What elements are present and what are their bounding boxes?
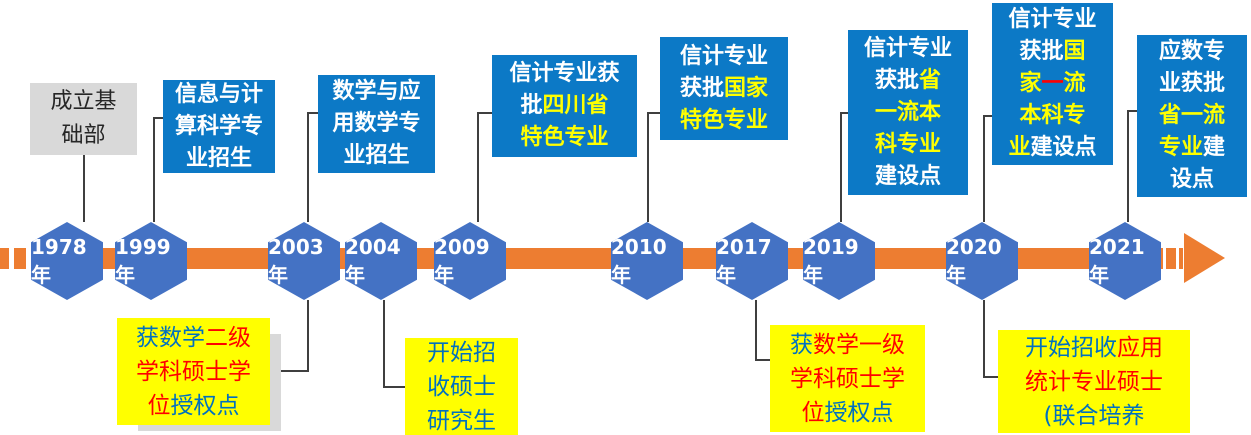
timeline-dash [0, 248, 9, 269]
connector-line [983, 115, 985, 222]
event-box-info-computing-enrollment: 信息与计算科学专业招生 [163, 80, 275, 173]
event-box-line: 成立基 [50, 89, 117, 114]
event-box-line: 设点 [1169, 167, 1214, 192]
event-box-xinji-national-first-class: 信计专业获批国家一流本科专业建设点 [992, 3, 1113, 165]
connector-line [270, 370, 309, 372]
connector-line [983, 376, 999, 378]
event-box-line: 信计专业 [679, 43, 768, 69]
timeline-node-2009: 2009年 [434, 222, 506, 300]
event-box-xinji-sichuan-featured: 信计专业获批四川省特色专业 [492, 55, 637, 157]
event-box-math-first-level-master: 获数学一级学科硕士学位授权点 [770, 325, 925, 432]
event-box-line: 算科学专 [174, 113, 263, 139]
event-box-math-second-level-master: 获数学二级学科硕士学位授权点 [117, 318, 270, 425]
timeline-node-2020: 2020年 [946, 222, 1018, 300]
event-box-line: 业获批 [1158, 71, 1225, 96]
connector-line [840, 112, 842, 222]
timeline-dash [1166, 248, 1176, 269]
connector-line [307, 112, 319, 114]
connector-line [1127, 110, 1129, 222]
event-box-line: 收硕士 [427, 373, 496, 400]
event-box-founding-dept: 成立基础部 [30, 83, 137, 155]
event-box-line: 用数学专 [332, 111, 421, 136]
timeline-dash [1179, 248, 1183, 269]
timeline-node-2004: 2004年 [345, 222, 417, 300]
connector-line [755, 300, 757, 361]
event-box-line: 一流本 [874, 99, 941, 125]
event-box-line: 本科专 [1019, 103, 1086, 128]
timeline-node-1978: 1978年 [31, 222, 103, 300]
event-box-line: 应数专 [1158, 39, 1225, 64]
event-box-line: 批四川省 [520, 93, 609, 118]
event-box-line: 数学与应 [332, 79, 421, 104]
connector-line [477, 112, 479, 222]
event-box-line: 信计专业获 [509, 61, 620, 86]
connector-line [153, 117, 164, 119]
timeline-node-2019: 2019年 [803, 222, 875, 300]
connector-line [840, 112, 849, 114]
event-box-line: 位授权点 [147, 392, 240, 419]
timeline-dash [14, 248, 26, 269]
event-box-xinji-national-featured: 信计专业获批国家特色专业 [660, 37, 788, 140]
event-box-line: 统计专业硕士 [1025, 368, 1163, 395]
event-box-line: 业招生 [343, 143, 410, 168]
event-box-yingshu-provincial-first-class: 应数专业获批省一流专业建设点 [1137, 35, 1247, 197]
connector-line [647, 112, 661, 114]
event-box-line: 建设点 [874, 163, 941, 189]
event-box-line: 特色专业 [520, 125, 609, 150]
event-box-line: 础部 [61, 123, 106, 148]
connector-line [1127, 110, 1138, 112]
event-box-line: 获批省 [874, 67, 942, 93]
event-box-line: 学科硕士学 [790, 365, 905, 392]
event-box-line: 业招生 [185, 145, 252, 171]
connector-line [307, 300, 309, 370]
timeline-node-2021: 2021年 [1089, 222, 1161, 300]
connector-line [755, 359, 771, 361]
connector-line [477, 112, 493, 114]
connector-line [83, 155, 85, 222]
connector-line [983, 115, 993, 117]
event-box-math-applied-enrollment: 数学与应用数学专业招生 [318, 75, 435, 173]
event-box-line: 学科硕士学 [136, 358, 251, 385]
event-box-xinji-provincial-first-class: 信计专业获批省一流本科专业建设点 [848, 30, 968, 195]
event-box-line: 获批国家 [679, 75, 769, 101]
event-box-line: 特色专业 [679, 107, 768, 133]
event-box-line: 获数学一级 [790, 331, 905, 358]
connector-line [383, 386, 406, 388]
connector-line [983, 300, 985, 378]
event-box-line: 信计专业 [1008, 7, 1097, 32]
event-box-line: 获数学二级 [136, 324, 251, 351]
event-box-line: 研究生 [427, 407, 496, 434]
connector-line [307, 112, 309, 222]
event-box-line: (联合培养 [1043, 402, 1145, 429]
connector-line [647, 112, 649, 222]
timeline-node-2017: 2017年 [716, 222, 788, 300]
event-box-line: 省一流 [1158, 103, 1225, 128]
timeline-node-2003: 2003年 [268, 222, 340, 300]
event-box-line: 科专业 [874, 131, 941, 157]
connector-line [153, 117, 155, 222]
event-box-line: 家一流 [1019, 71, 1086, 96]
event-box-line: 开始招 [427, 339, 496, 366]
event-box-line: 信计专业 [863, 35, 952, 61]
timeline-node-2010: 2010年 [611, 222, 683, 300]
event-box-start-master-enrollment: 开始招收硕士研究生 [405, 338, 518, 435]
timeline-node-1999: 1999年 [115, 222, 187, 300]
event-box-line: 信息与计 [174, 81, 263, 107]
event-box-line: 业建设点 [1008, 135, 1097, 160]
event-box-line: 获批国 [1019, 39, 1086, 64]
timeline-arrowhead-icon [1184, 233, 1225, 283]
event-box-line: 位授权点 [801, 399, 894, 426]
event-box-applied-stats-master: 开始招收应用统计专业硕士 (联合培养 [998, 330, 1190, 433]
connector-line [383, 300, 385, 388]
event-box-line: 专业建 [1158, 135, 1226, 160]
event-box-line: 开始招收应用 [1025, 334, 1163, 361]
